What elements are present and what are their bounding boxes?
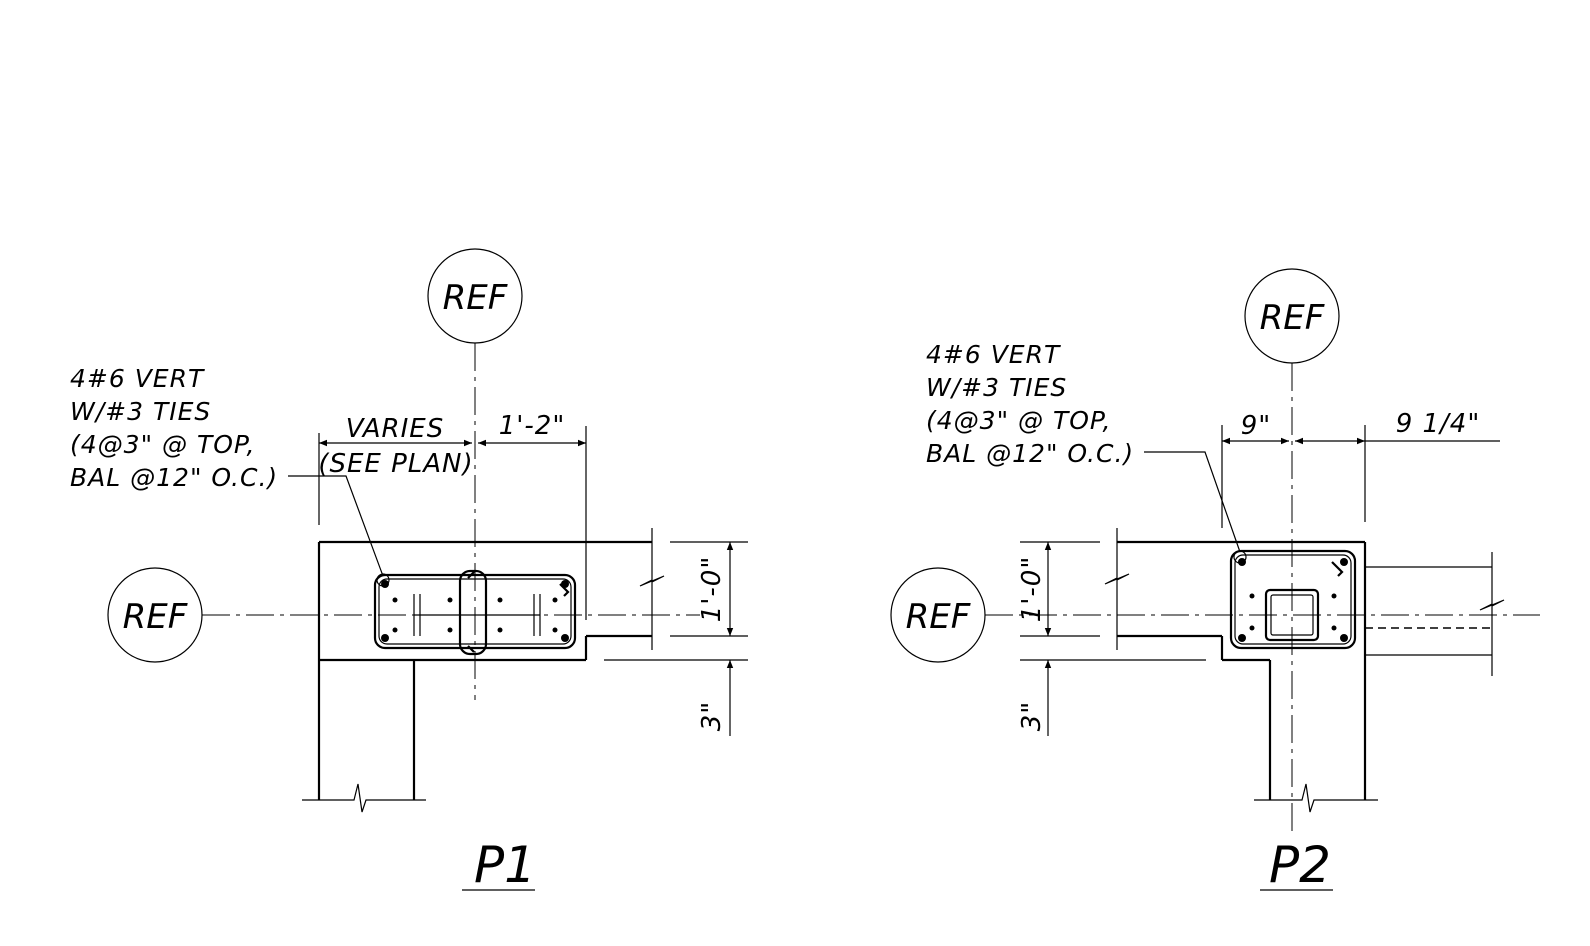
p2-rebar-dot [1340,558,1348,566]
p2-ref-bubble-left [890,567,986,663]
p1-leader-line [288,475,384,577]
p2-detail-title: P2 [1269,836,1331,894]
p2-ref-left-label: REF [906,597,971,637]
p2-note-line-3: (4@3" @ TOP, [926,406,1112,435]
p2-note-line-2: W/#3 TIES [926,373,1067,402]
p2-rebar-dot [1238,558,1246,566]
p2-rebar-cage [1229,549,1357,650]
p1-note-line-1: 4#6 VERT [70,364,205,393]
p2-leader-line [1144,451,1241,553]
detail-p2: REF REF 4#6 VERT W/#3 TIES (4@3" @ TOP, … [890,268,1540,894]
p2-ref-bubble-top [1244,268,1340,364]
p1-dim-left-sublabel: (SEE PLAN) [318,449,473,479]
p1-horizontal-dimension [318,426,587,620]
p1-dim-bottom-label: 3" [697,701,727,732]
p1-concrete-outline [302,528,665,813]
p2-dim-left-label: 9" [1241,411,1272,441]
p2-dim-right-label: 9 1/4" [1396,409,1481,439]
detail-p1: REF REF 4#6 VERT W/#3 TIES (4@3" @ TOP, … [70,248,748,894]
p2-note-line-4: BAL @12" O.C.) [926,439,1134,468]
p1-dim-left-label: VARIES [346,414,444,444]
p2-rebar-dot [1340,634,1348,642]
p1-note-line-3: (4@3" @ TOP, [70,430,256,459]
p1-note-line-4: BAL @12" O.C.) [70,463,278,492]
p1-rebar-cage [373,569,577,656]
p1-rebar-dot [561,634,569,642]
p2-dim-vertical-label: 1'-0" [1017,556,1047,623]
p1-dim-right-label: 1'-2" [499,411,566,441]
p2-vertical-dimension [1020,541,1206,736]
p1-dim-vertical-label: 1'-0" [697,556,727,623]
p1-ref-left-label: REF [123,597,188,637]
p2-dim-bottom-label: 3" [1017,701,1047,732]
p2-concrete-outline [1104,528,1505,813]
p1-rebar-dot [381,634,389,642]
p1-ref-bubble-left [107,567,203,663]
p2-horizontal-dimension [1221,425,1500,528]
p2-rebar-dot [1238,634,1246,642]
p2-ref-top-label: REF [1260,298,1325,338]
p1-note-line-2: W/#3 TIES [70,397,211,426]
p1-ref-top-label: REF [443,278,508,318]
p1-vertical-dimension [604,541,748,736]
p1-ref-bubble-top [427,248,523,344]
p1-detail-title: P1 [474,836,536,894]
p2-note-line-1: 4#6 VERT [926,340,1061,369]
